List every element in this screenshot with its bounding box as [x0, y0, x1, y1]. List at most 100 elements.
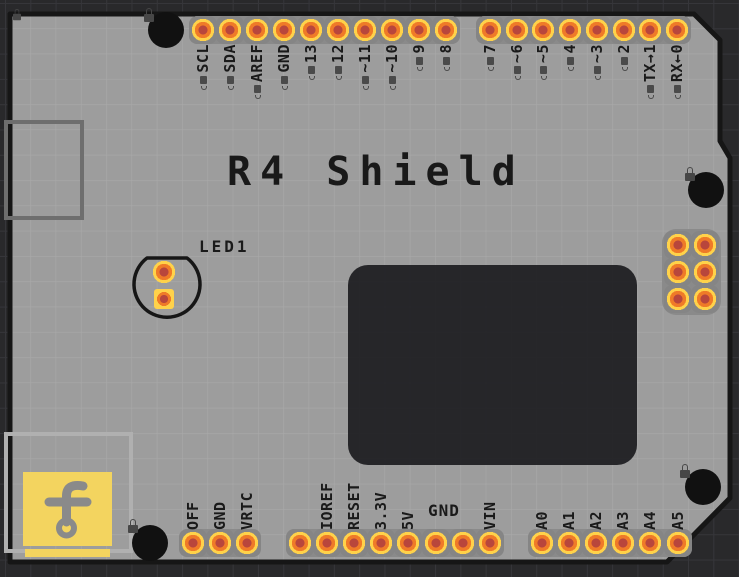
icsp-pad[interactable] — [666, 233, 690, 257]
lock-icon — [513, 66, 521, 75]
pin-label-~3[interactable]: ~3 — [588, 44, 606, 122]
pin-pad-~10[interactable] — [380, 18, 404, 42]
pin-pad-SDA[interactable] — [218, 18, 242, 42]
lock-icon — [281, 75, 288, 84]
pin-pad-A0[interactable] — [530, 531, 554, 555]
pin-pad-GND[interactable] — [208, 531, 232, 555]
pin-label-GND[interactable]: GND — [275, 44, 293, 122]
lock-icon — [593, 66, 601, 75]
icsp-pad[interactable] — [693, 260, 717, 284]
ic-footprint[interactable] — [348, 265, 637, 465]
pin-label-12[interactable]: 12 — [329, 44, 347, 122]
pin-label-~6[interactable]: ~6 — [508, 44, 526, 122]
pin-pad-GND[interactable] — [272, 18, 296, 42]
lock-icon — [362, 75, 369, 84]
pin-pad-pin6[interactable] — [423, 531, 448, 555]
lock-icon — [13, 8, 21, 21]
pin-label-IOREF[interactable]: IOREF — [318, 482, 337, 530]
pin-label-~5[interactable]: ~5 — [534, 44, 552, 122]
icsp-pad[interactable] — [693, 287, 717, 311]
fritzing-logo-bar — [25, 549, 110, 557]
icsp-pad[interactable] — [693, 233, 717, 257]
pin-label-~10[interactable]: ~10 — [383, 44, 401, 122]
board-title[interactable]: R4 Shield — [227, 149, 525, 195]
pin-pad-12[interactable] — [326, 18, 350, 42]
pin-label-13[interactable]: 13 — [302, 44, 320, 122]
pin-label-OFF[interactable]: OFF — [184, 501, 202, 530]
pin-pad-5V[interactable] — [396, 531, 421, 555]
pin-label-AREF[interactable]: AREF — [248, 44, 266, 122]
pin-pad-A2[interactable] — [584, 531, 609, 555]
pin-label-8[interactable]: 8 — [437, 44, 455, 122]
pin-pad-SCL[interactable] — [191, 18, 215, 42]
fritzing-f-icon — [44, 481, 92, 539]
pin-label-SCL[interactable]: SCL — [194, 44, 212, 122]
pin-label-A0[interactable]: A0 — [533, 510, 551, 530]
pin-pad-~6[interactable] — [504, 18, 529, 42]
pin-label-VIN[interactable]: VIN — [480, 501, 499, 530]
pin-label-VRTC[interactable]: VRTC — [238, 491, 256, 530]
lock-icon — [443, 56, 450, 65]
pin-label-~11[interactable]: ~11 — [356, 44, 374, 122]
icsp-pad[interactable] — [666, 287, 690, 311]
lock-icon — [389, 75, 396, 84]
power-gnd-label[interactable]: GND — [428, 501, 460, 520]
led1-pad-round[interactable] — [152, 260, 176, 284]
lock-icon — [487, 56, 494, 65]
pin-pad-RX←0[interactable] — [664, 18, 689, 42]
pin-pad-~3[interactable] — [584, 18, 609, 42]
pin-pad-~5[interactable] — [531, 18, 556, 42]
pin-pad-A4[interactable] — [638, 531, 663, 555]
mounting-hole-bottom-right[interactable] — [685, 469, 721, 505]
led1-label[interactable]: LED1 — [199, 237, 250, 256]
lock-icon — [144, 8, 154, 22]
pin-pad-8[interactable] — [434, 18, 458, 42]
lock-icon — [254, 85, 261, 94]
pin-pad-A1[interactable] — [557, 531, 582, 555]
pin-label-3.3V[interactable]: 3.3V — [372, 491, 391, 530]
pin-pad-pin1[interactable] — [288, 531, 312, 555]
pin-pad-OFF[interactable] — [181, 531, 205, 555]
lock-icon — [200, 75, 207, 84]
pin-label-9[interactable]: 9 — [410, 44, 428, 122]
pin-pad-A5[interactable] — [665, 531, 690, 555]
pin-label-RESET[interactable]: RESET — [345, 482, 364, 530]
icsp-pad[interactable] — [666, 260, 690, 284]
pin-label-A4[interactable]: A4 — [641, 510, 660, 530]
lock-icon — [540, 66, 548, 75]
pin-label-7[interactable]: 7 — [481, 44, 499, 122]
pin-label-RX←0[interactable]: RX←0 — [668, 44, 686, 122]
pin-pad-RESET[interactable] — [342, 531, 367, 555]
led1-pad-square[interactable] — [154, 289, 174, 309]
fritzing-logo[interactable] — [23, 472, 112, 546]
pin-label-5V[interactable]: 5V — [399, 510, 418, 530]
mounting-hole-top-left[interactable] — [148, 12, 184, 48]
pin-pad-VRTC[interactable] — [235, 531, 259, 555]
pin-pad-A3[interactable] — [611, 531, 636, 555]
pin-pad-TX→1[interactable] — [638, 18, 663, 42]
pin-pad-VIN[interactable] — [477, 531, 502, 555]
pin-pad-IOREF[interactable] — [315, 531, 340, 555]
pin-label-GND[interactable]: GND — [211, 501, 229, 530]
pin-pad-4[interactable] — [558, 18, 583, 42]
pin-label-A3[interactable]: A3 — [614, 510, 633, 530]
pin-label-SDA[interactable]: SDA — [221, 44, 239, 122]
pin-pad-AREF[interactable] — [245, 18, 269, 42]
pin-pad-pin7[interactable] — [450, 531, 475, 555]
pin-pad-9[interactable] — [407, 18, 431, 42]
pin-label-TX→1[interactable]: TX→1 — [641, 44, 659, 122]
lock-icon — [335, 66, 342, 75]
pin-pad-7[interactable] — [478, 18, 502, 42]
pin-label-4[interactable]: 4 — [561, 44, 579, 122]
pin-label-A1[interactable]: A1 — [560, 510, 579, 530]
pin-pad-2[interactable] — [611, 18, 636, 42]
mounting-hole-bottom-left[interactable] — [132, 525, 168, 561]
pin-label-2[interactable]: 2 — [615, 44, 633, 122]
lock-icon — [673, 85, 681, 94]
pin-pad-~11[interactable] — [353, 18, 377, 42]
pin-pad-13[interactable] — [299, 18, 323, 42]
lock-icon — [128, 519, 138, 533]
pin-label-A2[interactable]: A2 — [587, 510, 606, 530]
usb-connector-outline — [4, 120, 84, 220]
pin-pad-3.3V[interactable] — [369, 531, 394, 555]
